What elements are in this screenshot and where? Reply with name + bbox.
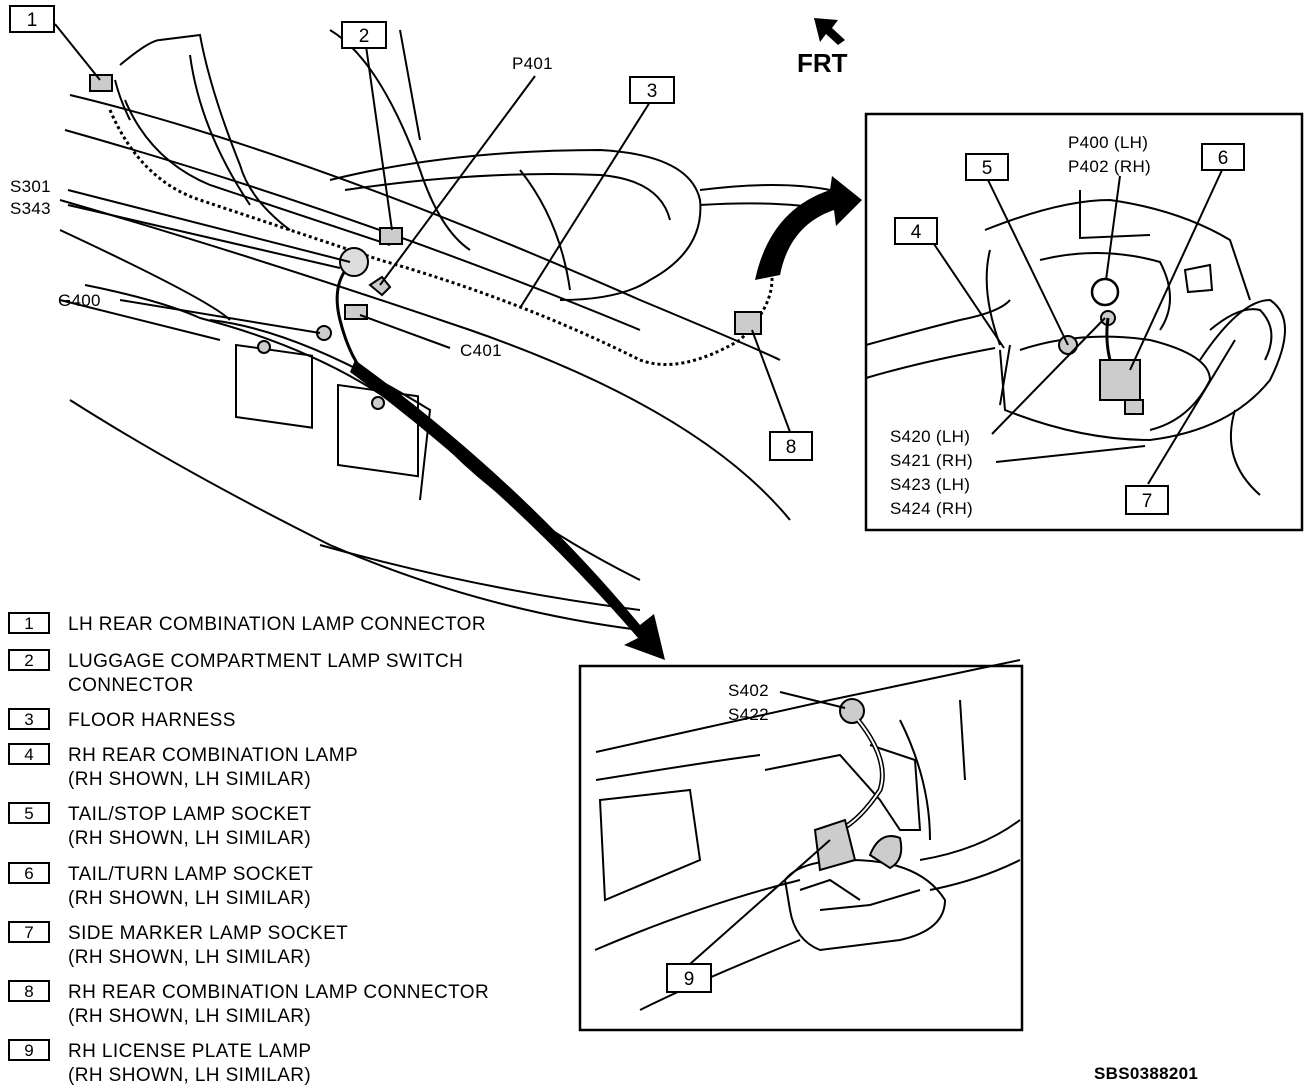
legend-number: 3 [8, 708, 50, 730]
legend-number: 8 [8, 980, 50, 1002]
legend-description: RH LICENSE PLATE LAMP(RH SHOWN, LH SIMIL… [68, 1041, 312, 1086]
legend-description: FLOOR HARNESS [68, 710, 236, 731]
vehicle-rear-view [59, 29, 831, 631]
callout-number: 4 [911, 222, 922, 243]
legend-number: 6 [8, 862, 50, 884]
label-s421: S421 (RH) [890, 451, 973, 470]
callout-7: 7 [1125, 485, 1169, 515]
figure-code: SBS0388201 [1094, 1064, 1199, 1083]
legend-number: 5 [8, 802, 50, 824]
legend-description: LH REAR COMBINATION LAMP CONNECTOR [68, 614, 486, 635]
legend-number: 2 [8, 649, 50, 671]
label-s343: S343 [10, 199, 51, 218]
legend-description: SIDE MARKER LAMP SOCKET(RH SHOWN, LH SIM… [68, 923, 349, 968]
callout-number: 6 [1218, 148, 1229, 169]
legend-description: RH REAR COMBINATION LAMP CONNECTOR(RH SH… [68, 982, 490, 1027]
label-s422: S422 [728, 705, 769, 724]
legend-description: RH REAR COMBINATION LAMP(RH SHOWN, LH SI… [68, 745, 359, 790]
callout-number: 9 [684, 969, 695, 990]
callout-number: 7 [1142, 491, 1153, 512]
label-p402: P402 (RH) [1068, 157, 1151, 176]
callout-number: 8 [786, 437, 797, 458]
callout-number: 5 [982, 158, 993, 179]
label-s301: S301 [10, 177, 51, 196]
callout-8: 8 [769, 431, 813, 461]
legend-description: TAIL/STOP LAMP SOCKET(RH SHOWN, LH SIMIL… [68, 804, 312, 849]
callout-6: 6 [1201, 143, 1245, 171]
callout-4: 4 [894, 217, 938, 245]
legend-number: 4 [8, 743, 50, 765]
callout-number: 2 [359, 26, 370, 47]
label-g400: G400 [58, 291, 101, 310]
license-lamp-detail-inset: 9 S402 S422 [578, 659, 1024, 1032]
label-s420: S420 (LH) [890, 427, 970, 446]
detail-arrows [350, 18, 862, 660]
main-view-leaders [54, 23, 791, 433]
lamp-detail-inset: 4 5 6 7 P400 (LH) P402 (RH) S420 (LH) S4… [864, 112, 1304, 532]
front-direction-arrow-icon [814, 18, 845, 45]
label-s402: S402 [728, 681, 769, 700]
legend-number: 9 [8, 1039, 50, 1061]
callout-5: 5 [965, 153, 1009, 181]
callout-9: 9 [666, 963, 712, 993]
legend-description: TAIL/TURN LAMP SOCKET(RH SHOWN, LH SIMIL… [68, 864, 314, 909]
callout-number: 3 [647, 81, 658, 102]
callout-1: 1 [9, 5, 55, 33]
legend-number: 7 [8, 921, 50, 943]
callout-number: 1 [27, 10, 38, 31]
callout-3: 3 [629, 76, 675, 104]
legend-number: 1 [8, 612, 50, 634]
label-c401: C401 [460, 341, 502, 360]
front-direction-label: FRT [797, 48, 848, 78]
callout-2: 2 [341, 21, 387, 49]
label-s423: S423 (LH) [890, 475, 970, 494]
label-s424: S424 (RH) [890, 499, 973, 518]
label-p400: P400 (LH) [1068, 133, 1148, 152]
label-p401: P401 [512, 54, 553, 73]
